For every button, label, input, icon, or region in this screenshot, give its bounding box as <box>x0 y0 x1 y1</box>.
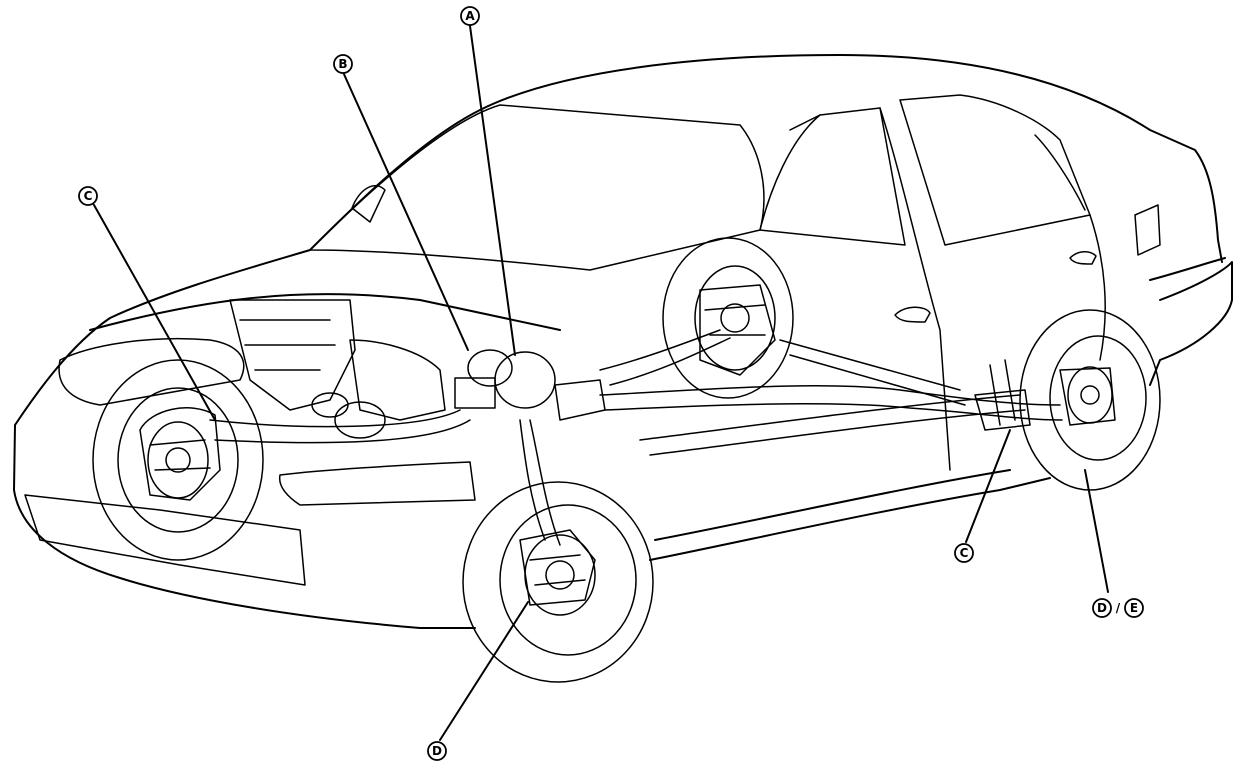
callout-e: E <box>1124 598 1144 618</box>
callout-d-front: D <box>427 741 447 761</box>
car-body-outline <box>13 54 1233 629</box>
svg-text:B: B <box>338 57 347 71</box>
callout-c-front: C <box>78 186 98 206</box>
leader-line-c-rear <box>965 429 1011 543</box>
callout-c-rear: C <box>954 543 974 563</box>
windows-and-doors <box>309 94 1161 471</box>
leader-lines <box>93 25 1109 741</box>
rear-left-wheel <box>662 237 794 399</box>
brake-caliper-clusters <box>139 284 1116 606</box>
front-left-wheel <box>92 359 264 561</box>
svg-text:C: C <box>960 546 969 560</box>
front-right-wheel <box>462 481 654 683</box>
callout-separator: / <box>1116 601 1121 615</box>
callout-b: B <box>333 54 353 74</box>
master-cylinder-booster <box>454 349 606 421</box>
svg-text:A: A <box>465 9 475 23</box>
engine-assembly <box>229 299 446 439</box>
leader-line-a <box>469 25 516 356</box>
front-details <box>24 337 476 586</box>
svg-text:D: D <box>1097 601 1107 615</box>
rear-right-wheel <box>1019 309 1161 491</box>
svg-text:D: D <box>432 744 442 758</box>
leader-line-b <box>342 71 469 351</box>
callout-d-rear: D <box>1092 598 1112 618</box>
leader-line-de-rear <box>1084 469 1109 593</box>
leader-line-d-front <box>439 601 529 741</box>
leader-line-c-front <box>93 204 216 421</box>
callout-a: A <box>460 6 480 26</box>
svg-text:E: E <box>1130 601 1138 615</box>
brake-lines <box>209 329 1063 546</box>
svg-text:C: C <box>84 189 93 203</box>
